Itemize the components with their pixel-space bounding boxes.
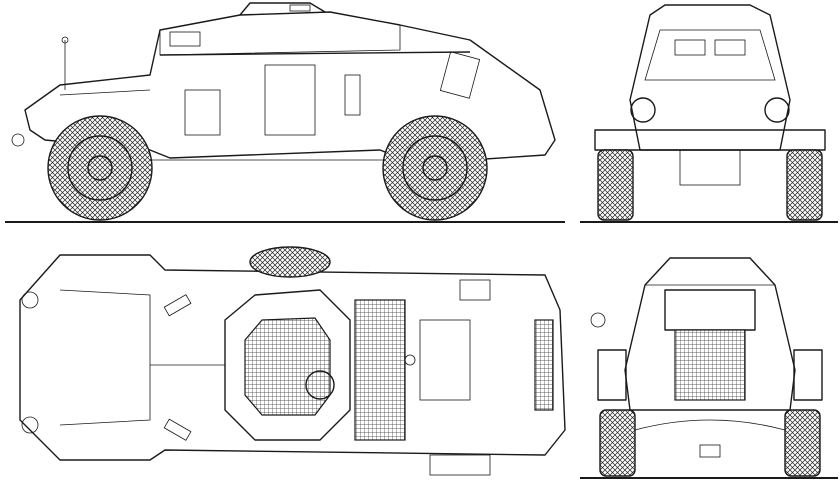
spare-wheel bbox=[249, 246, 331, 278]
rear-grille bbox=[674, 329, 746, 401]
top-view bbox=[19, 246, 566, 476]
front-bumper bbox=[594, 129, 826, 151]
turret-top bbox=[224, 289, 351, 441]
front-view bbox=[580, 4, 838, 223]
mesh-hatch bbox=[244, 317, 331, 416]
side-door bbox=[264, 64, 316, 136]
headlight-left bbox=[630, 97, 656, 123]
rear-wheel bbox=[382, 115, 488, 221]
tow-hook bbox=[11, 133, 25, 147]
rear-left-tire bbox=[599, 409, 636, 477]
headlight-right bbox=[764, 97, 790, 123]
storage-box bbox=[184, 89, 221, 136]
front-wheel bbox=[47, 115, 153, 221]
side-view bbox=[5, 2, 565, 223]
rear-view bbox=[580, 257, 838, 479]
front-left-tire bbox=[597, 149, 634, 221]
turret bbox=[239, 2, 326, 16]
front-right-tire bbox=[786, 149, 823, 221]
rear-right-tire bbox=[784, 409, 821, 477]
hull-front bbox=[629, 4, 791, 151]
hull-top bbox=[19, 254, 566, 461]
engine-grille bbox=[354, 299, 406, 441]
